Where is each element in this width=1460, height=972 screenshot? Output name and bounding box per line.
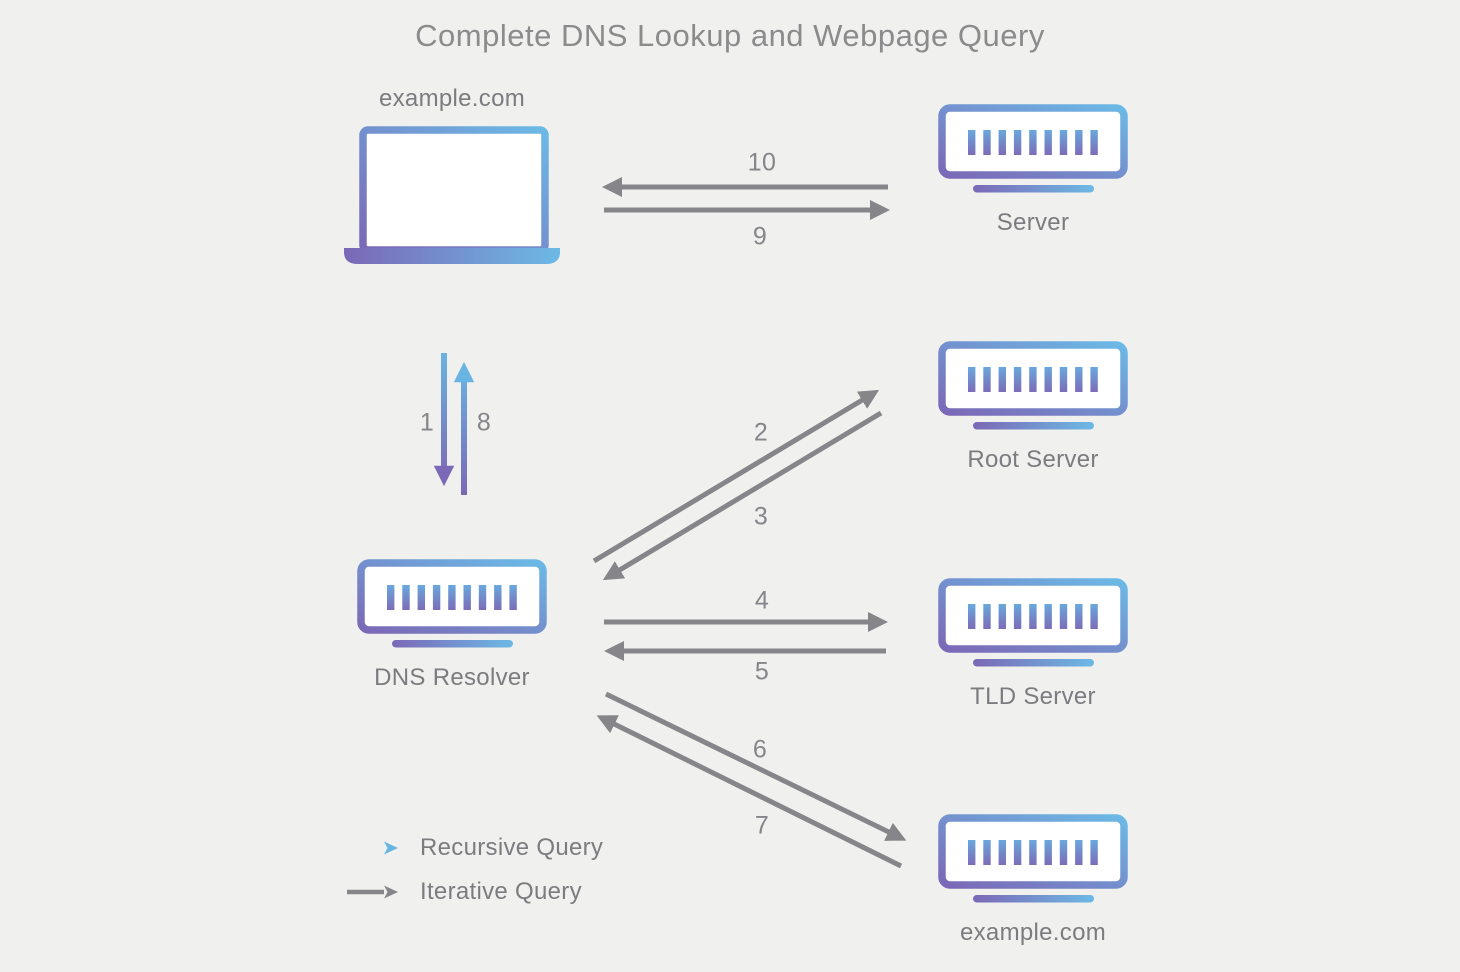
diagram-title: Complete DNS Lookup and Webpage Query [415,18,1045,53]
step-label-6: 6 [752,735,768,764]
step-label-4: 4 [754,586,770,615]
legend-iterative-label: Iterative Query [420,878,582,905]
arrow-step-6 [604,691,907,841]
node-authoritative-server-label: example.com [959,919,1107,946]
legend-item-iterative: Iterative Query [340,870,603,914]
arrow-step-7 [596,715,903,869]
legend-item-recursive: Recursive Query [340,826,603,870]
step-label-9: 9 [752,222,768,251]
node-tld-server-label: TLD Server [970,683,1096,710]
server-icon [938,104,1128,196]
server-icon [357,559,547,651]
server-icon [938,578,1128,670]
step-label-1: 1 [419,408,435,437]
step-label-8: 8 [476,408,492,437]
node-tld-server: TLD Server [938,578,1128,712]
node-web-server: Server [938,104,1128,238]
node-web-server-label: Server [996,209,1070,236]
laptop-icon [344,126,560,266]
recursive-query-arrow-icon [347,841,398,855]
node-dns-resolver: DNS Resolver [357,559,547,693]
arrow-step-2 [592,389,880,564]
node-authoritative-server: example.com [938,814,1128,948]
step-label-5: 5 [754,657,770,686]
node-client-label: example.com [378,85,526,112]
node-client: example.com [344,84,560,266]
step-label-2: 2 [753,418,769,447]
step-label-10: 10 [747,148,777,177]
server-icon [938,814,1128,906]
server-icon [938,341,1128,433]
legend-recursive-label: Recursive Query [420,834,604,861]
step-label-3: 3 [753,502,769,531]
legend: Recursive Query Iterative Query [340,826,603,914]
node-root-server-label: Root Server [967,446,1099,473]
node-root-server: Root Server [938,341,1128,475]
iterative-query-arrow-icon [347,885,398,899]
node-dns-resolver-label: DNS Resolver [374,664,530,691]
arrow-step-3 [602,410,883,581]
step-label-7: 7 [754,811,770,840]
